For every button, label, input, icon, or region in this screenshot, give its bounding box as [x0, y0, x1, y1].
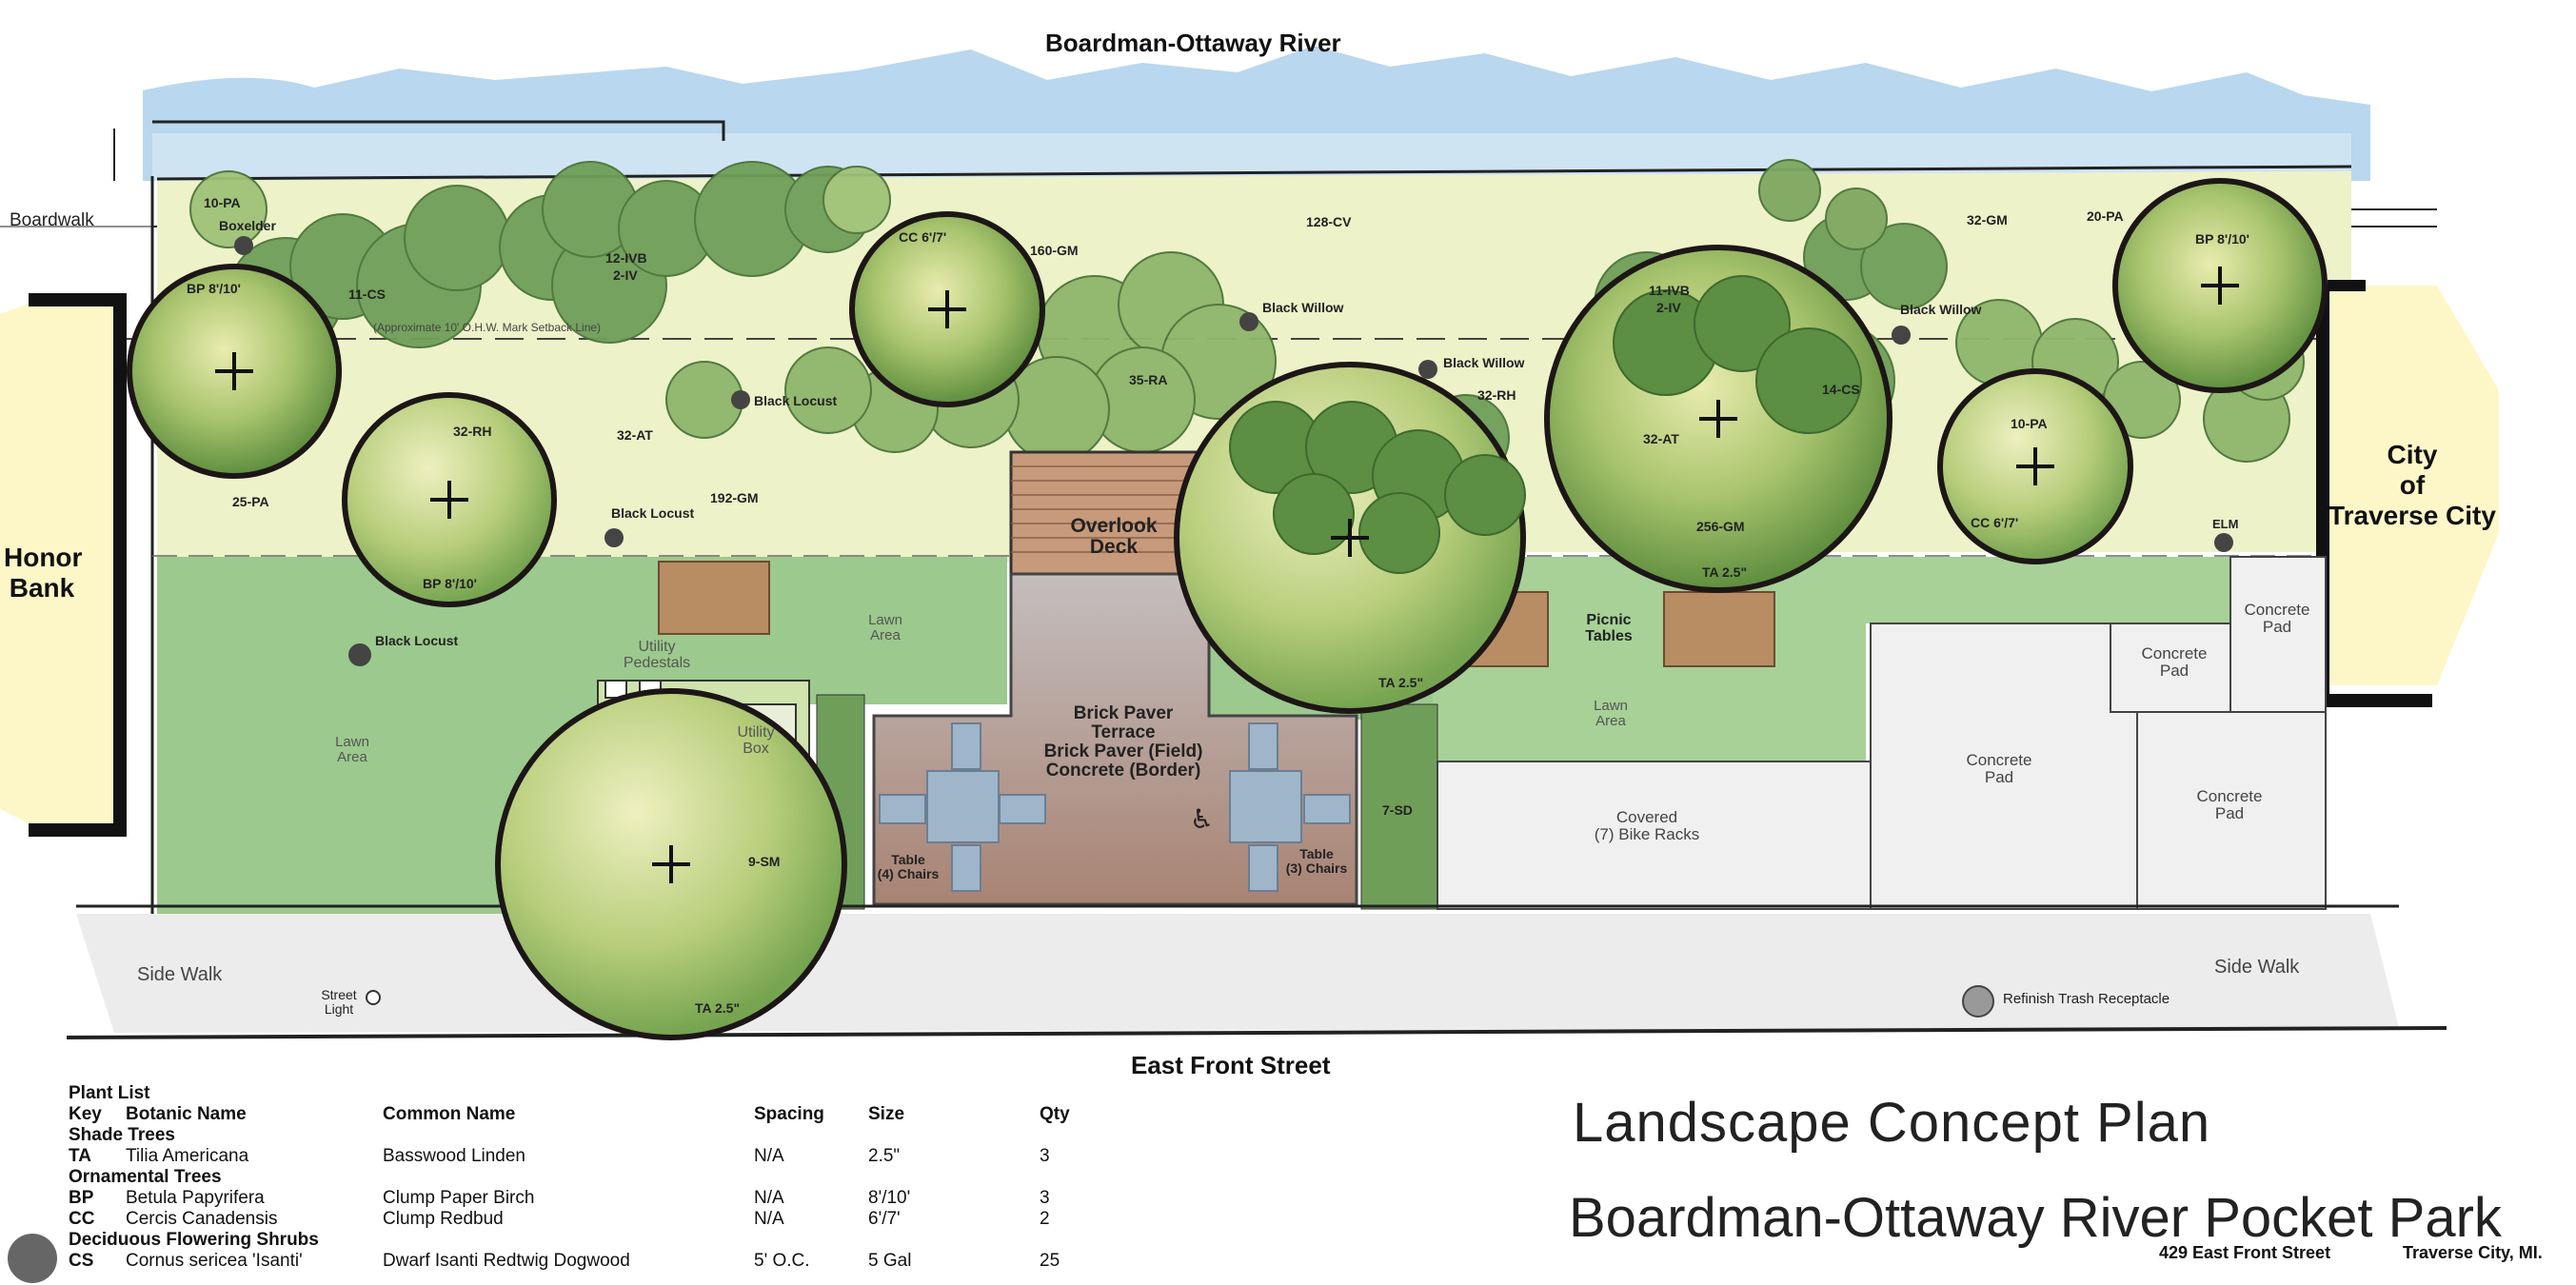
- col-spacing: Spacing: [754, 1104, 824, 1124]
- plant-label: 32-GM: [1967, 212, 2008, 227]
- boardwalk-label: Boardwalk: [10, 210, 94, 230]
- plant-label: 2-IV: [613, 267, 638, 283]
- plant-label: BP 8'/10': [423, 576, 477, 591]
- plant-label: 11-IVB: [1649, 283, 1690, 298]
- col-key: Key: [69, 1104, 102, 1124]
- col-size: Size: [868, 1104, 905, 1124]
- plant-label: 20-PA: [2087, 208, 2124, 224]
- picnic-tables: [658, 561, 1775, 667]
- plant-list: Plant List Key Botanic Name Common Name …: [69, 1083, 1116, 1272]
- accessibility-icon: ♿: [1190, 803, 1214, 835]
- plant-label: 2-IV: [1656, 300, 1681, 315]
- col-botanic: Botanic Name: [126, 1104, 247, 1124]
- bike-racks-label: Covered(7) Bike Racks: [1594, 808, 1700, 843]
- tree-centers: [215, 267, 2239, 883]
- existing-trees: [234, 236, 2233, 666]
- plant-label: Black Willow: [1900, 302, 1982, 317]
- plant-label: 32-RH: [1477, 387, 1516, 403]
- plant-label: 35-RA: [1129, 372, 1168, 387]
- plant-label: 192-GM: [710, 490, 759, 505]
- trash-label: Refinish Trash Receptacle: [2003, 991, 2170, 1007]
- plant-label: 32-RH: [453, 424, 492, 439]
- plan-title: Landscape Concept Plan: [1573, 1092, 2211, 1154]
- col-qty: Qty: [1040, 1104, 1070, 1124]
- plant-label: Black Willow: [1443, 355, 1525, 370]
- city-state: Traverse City, MI.: [2403, 1243, 2543, 1262]
- plant-label: 14-CS: [1822, 382, 1860, 397]
- plant-label: TA 2.5": [1378, 675, 1424, 690]
- city-of-traverse-city: [2323, 286, 2499, 685]
- plant-label: Black Locust: [375, 633, 459, 648]
- plant-label: BP 8'/10': [2195, 231, 2249, 247]
- side-walk: [76, 914, 2399, 1033]
- plant-label: TA 2.5": [1702, 564, 1748, 580]
- plant-label: 25-PA: [232, 494, 269, 509]
- street-label: East Front Street: [1131, 1051, 1331, 1079]
- plant-label: Boxelder: [219, 218, 276, 233]
- property-line: [152, 120, 725, 141]
- plant-label: TA 2.5": [695, 1000, 741, 1016]
- plant-label: 12-IVB: [605, 250, 647, 266]
- plant-label: ELM: [2212, 517, 2239, 531]
- plant-label: CC 6'/7': [899, 229, 947, 245]
- plant-label: 11-CS: [348, 287, 386, 302]
- river-label: Boardman-Ottaway River: [1045, 29, 1341, 57]
- plant-label: Black Locust: [611, 505, 695, 521]
- plant-label: 32-AT: [617, 427, 653, 443]
- group-heading: Deciduous Flowering Shrubs: [69, 1230, 319, 1250]
- plant-label: BP 8'/10': [187, 281, 241, 296]
- table-row: CC Cercis Canadensis Clump Redbud N/A 6'…: [69, 1209, 1050, 1229]
- plant-label: 9-SM: [748, 854, 781, 869]
- group-heading: Shade Trees: [69, 1125, 175, 1145]
- table-row: CS Cornus sericea 'Isanti' Dwarf Isanti …: [69, 1251, 1060, 1271]
- plant-label: CC 6'/7': [1971, 515, 2019, 530]
- concrete-pads: [1437, 556, 2327, 910]
- corner-badge-icon: [8, 1234, 57, 1283]
- setback-label: (Approximate 10' O.H.W. Mark Setback Lin…: [373, 321, 602, 334]
- terrace-tables: [879, 722, 1351, 892]
- legend-title: Plant List: [69, 1083, 150, 1103]
- honor-bank: [0, 300, 114, 828]
- side-walk-label: Side Walk: [137, 964, 223, 985]
- plant-label: 128-CV: [1306, 214, 1352, 229]
- plant-label: 10-PA: [204, 195, 241, 210]
- plant-label: Black Locust: [754, 393, 838, 408]
- group-heading: Ornamental Trees: [69, 1167, 222, 1187]
- table-row: TA Tilia Americana Basswood Linden N/A 2…: [69, 1146, 1050, 1166]
- plant-label: 10-PA: [2011, 416, 2048, 431]
- table-left-label: Table(4) Chairs: [877, 852, 940, 881]
- address: 429 East Front Street: [2159, 1243, 2331, 1262]
- trash-receptacle-icon: [1962, 985, 1994, 1018]
- plant-label: 7-SD: [1382, 802, 1413, 818]
- table-row: BP Betula Papyrifera Clump Paper Birch N…: [69, 1188, 1050, 1208]
- park-title: Boardman-Ottaway River Pocket Park: [1569, 1187, 2502, 1249]
- plant-label: 32-AT: [1643, 431, 1679, 446]
- lawn-right: [1433, 557, 2232, 761]
- col-common: Common Name: [383, 1104, 516, 1124]
- side-walk-label: Side Walk: [2214, 957, 2300, 978]
- plant-label: Black Willow: [1262, 300, 1344, 315]
- street-light-icon: [366, 990, 381, 1005]
- plant-label: 256-GM: [1696, 519, 1745, 534]
- plant-label: 160-GM: [1030, 243, 1079, 258]
- table-right-label: Table(3) Chairs: [1285, 846, 1348, 876]
